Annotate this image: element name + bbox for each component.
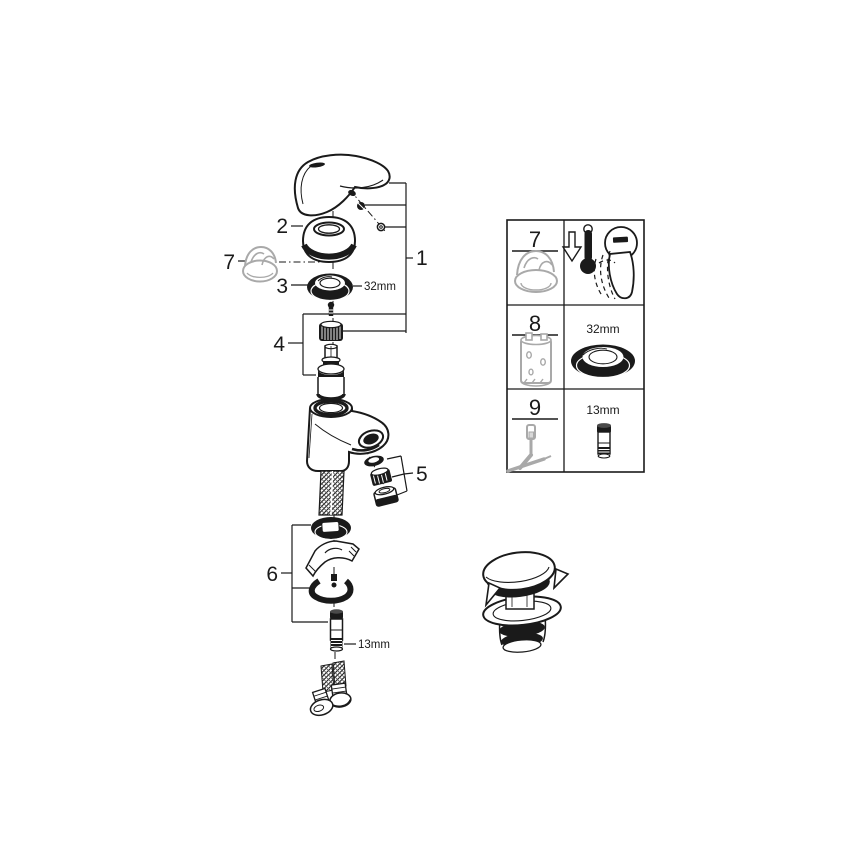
callout-6-label: 6: [266, 563, 278, 586]
legend-row9-dimension: 13mm: [586, 403, 619, 417]
down-arrow-icon: [561, 231, 583, 263]
handle-fixing-screw: [357, 202, 365, 210]
pin-wrench-tool-icon: [506, 424, 552, 473]
screw-plug: [376, 222, 386, 232]
temperature-limiter: [242, 245, 278, 283]
pop-up-drain-valve: [482, 551, 570, 653]
legend-row9-number: 9: [529, 395, 541, 420]
legend-grid-lines: [507, 220, 644, 472]
bracket-5: [386, 455, 414, 496]
faucet-body: [305, 398, 390, 472]
supply-hoses: [309, 660, 352, 717]
callout-7-label: 7: [223, 251, 235, 274]
ring-nut: [307, 273, 353, 302]
legend-row7-number: 7: [529, 227, 541, 252]
cartridge: [316, 343, 346, 401]
callout-4-label: 4: [273, 333, 285, 356]
hand-outline-icon: [593, 250, 616, 300]
bracket-6: [281, 524, 328, 623]
ring-nut-part-icon: [571, 344, 635, 379]
push-arrow-right: [552, 567, 570, 591]
handle-indicator-slot: [309, 162, 325, 168]
dome-cap: [301, 215, 357, 264]
callout-2-label: 2: [276, 215, 288, 238]
cartridge-nut: [319, 320, 343, 341]
stud-dimension: 13mm: [358, 639, 390, 651]
legend-row8-number: 8: [529, 311, 541, 336]
thermometer-icon: [584, 230, 592, 261]
aerator-insert: [370, 467, 392, 486]
temperature-limiter-part-icon: [514, 249, 558, 293]
callout-3-label: 3: [276, 275, 288, 298]
bracket-1: [303, 182, 413, 333]
thermometer-down-arrow-hand-lever-icon: [561, 224, 638, 300]
drain-cap: [482, 551, 556, 591]
horseshoe-clip: [308, 574, 354, 604]
aerator-washer: [364, 455, 384, 467]
threaded-stud: [329, 609, 344, 652]
cartridge-socket-tool-icon: [520, 332, 552, 387]
push-arrow-left: [484, 581, 502, 608]
supply-hose-upper: [318, 470, 345, 516]
mounting-clamp: [305, 540, 360, 578]
callout-lines: [238, 182, 414, 663]
base-gasket: [311, 517, 351, 541]
aerator-housing: [373, 486, 399, 507]
ring-nut-dimension: 32mm: [364, 281, 396, 293]
callout-5-label: 5: [416, 463, 428, 486]
threaded-stud-part-icon: [597, 423, 611, 459]
legend-table: 7 8: [506, 219, 645, 473]
callout-1-label: 1: [416, 247, 428, 270]
callout-labels: 1 2 3 4 5 6 7 32mm 13mm: [223, 215, 427, 651]
bracket-4: [288, 314, 316, 376]
cartridge-screw: [327, 301, 335, 316]
legend-row8-dimension: 32mm: [586, 322, 619, 336]
lever-handle: [293, 153, 391, 217]
